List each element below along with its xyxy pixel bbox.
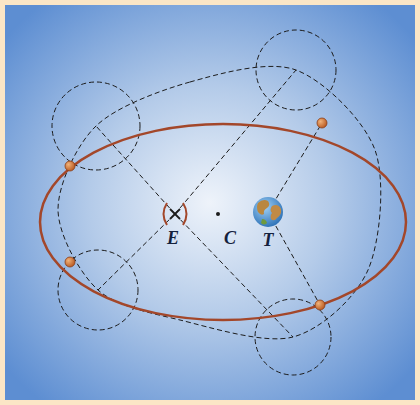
label-holder: E — [167, 229, 179, 248]
earth-icon — [253, 197, 283, 227]
orbit-ellipse — [40, 124, 406, 320]
label-holder: T — [263, 231, 274, 250]
ray-line — [98, 214, 175, 290]
planet-dot — [65, 161, 75, 171]
planet-dot — [65, 257, 75, 267]
ray-line — [175, 70, 296, 214]
point-label: C — [224, 228, 236, 248]
equant-cross — [170, 209, 180, 219]
label-holder: C — [224, 229, 236, 248]
ray-line — [96, 126, 175, 214]
ray-line — [268, 212, 320, 305]
center-dot — [216, 212, 220, 216]
equant-brackets — [164, 203, 187, 225]
sky-panel — [5, 5, 415, 400]
planet-dot — [315, 300, 325, 310]
point-label: E — [167, 228, 179, 248]
point-label: T — [263, 230, 274, 250]
construction-lines — [52, 30, 381, 375]
planet-dots — [65, 118, 327, 310]
planet-dot — [317, 118, 327, 128]
